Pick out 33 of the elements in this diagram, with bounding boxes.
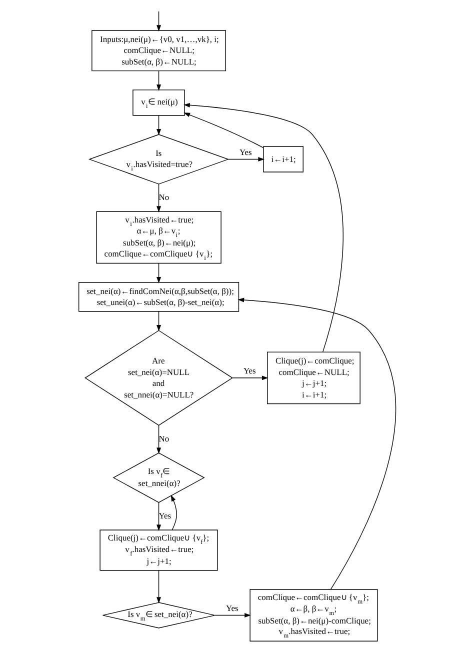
arrow xyxy=(156,184,161,212)
node-box: Clique(j)←comClique; comClique←NULL; j←j+1; i←i+1; xyxy=(266,352,360,404)
edge-label: Yes xyxy=(226,602,238,613)
edge-label: Yes xyxy=(243,365,256,376)
arrow xyxy=(237,298,396,590)
arrow xyxy=(156,115,161,136)
node-box: Clique(j)←comClique∪ {v$_{f}$}; v$_{f}$.hasVisited←true; j←j+1; xyxy=(99,530,218,571)
node-diamond: Are set_nei(α)=NULL and set_nnei(α)=NULL? xyxy=(84,330,233,426)
arrow xyxy=(232,376,268,380)
node-box: v$_{i}$.hasVisited←true; α←μ, β←v$_{i}$; subSet(α, β)←nei(μ); comClique←comClique∪ {v$_{i}$}; xyxy=(96,211,221,264)
arrow xyxy=(214,613,250,618)
edge-label: No xyxy=(158,192,169,202)
arrow xyxy=(227,157,264,162)
node-box: i←i+1; xyxy=(262,146,303,172)
arrow xyxy=(156,263,161,284)
node-box: v$_{i}$∈ nei(μ) xyxy=(132,90,184,116)
node-diamond: Is v$_{i}$.hasVisited=true? xyxy=(88,134,229,184)
edge-label: No xyxy=(158,433,169,444)
arrow xyxy=(156,502,161,531)
arrow xyxy=(156,425,161,454)
node-box: comClique←comClique∪ {v$_{m}$}; α←β, β←v$_{m}$; subSet(α, β)←nei(μ)-comClique; v$_{m}$.hasVisited←true; xyxy=(249,589,378,642)
node-box: Inputs:μ,nei(μ)←{v0, v1,…,vk}, i; comClique←NULL; subSet(α, β)←NULL; xyxy=(91,30,226,72)
edge-label: Yes xyxy=(238,146,252,157)
arrow xyxy=(156,311,161,332)
edge-label: Yes xyxy=(158,510,171,520)
arrow xyxy=(170,494,176,530)
arrow xyxy=(183,102,343,352)
node-box: set_nei(α)←findComNei(α,β,subSet(α, β)); set_unei(α)←subSet(α, β)-set_nei(α); xyxy=(78,282,239,312)
arrow xyxy=(156,570,161,604)
arrow xyxy=(156,11,161,32)
arrow xyxy=(183,112,264,148)
arrow xyxy=(156,70,161,91)
node-diamond: Is v$_{m}$∈ set_nei(α)? xyxy=(102,602,215,628)
